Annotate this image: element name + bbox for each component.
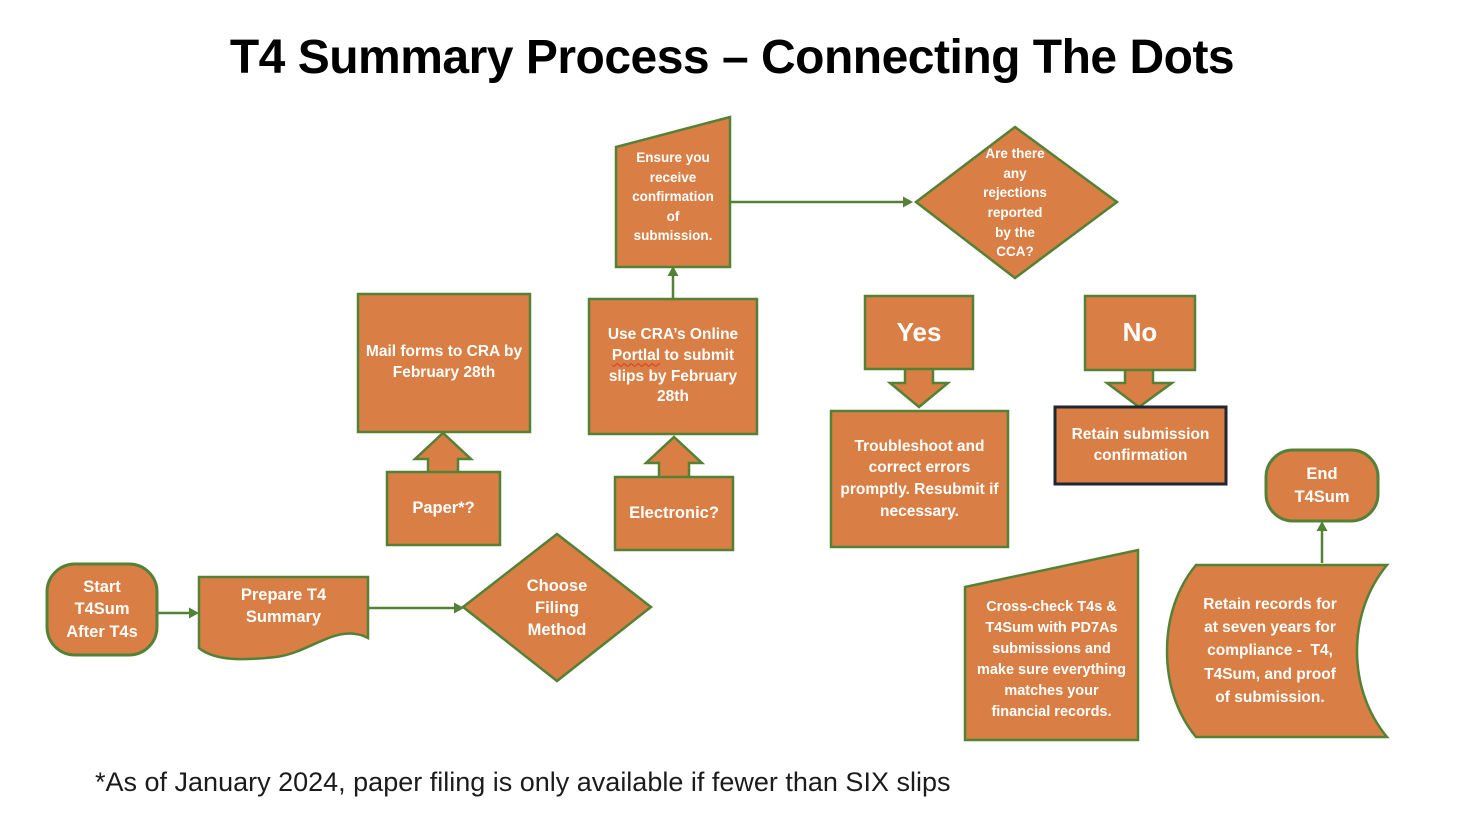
electronic-node-shape [613,475,735,552]
no-node-shape [1083,294,1197,372]
start-node-shape [45,562,159,657]
footnote: *As of January 2024, paper filing is onl… [95,767,951,797]
retain-records-node-shape [1165,563,1390,739]
block-arrow-no-down [1103,366,1176,409]
arrowhead-prepare-choose [454,602,464,614]
prepare-node-shape [197,575,370,661]
troubleshoot-node-shape [829,409,1010,549]
arrowhead-retainrecords-end [1316,521,1328,531]
retain-confirmation-node-shape [1053,405,1228,486]
arrowhead-ensure-rejections [903,196,913,208]
ensure-node-shape [614,115,732,269]
mail-node-shape [356,292,532,434]
choose-decision-shape [460,532,654,683]
end-node-shape [1264,448,1380,523]
portal-node-shape [587,297,759,436]
page-title: T4 Summary Process – Connecting The Dots [229,31,1235,84]
paper-node-shape [385,470,502,547]
arrowhead-portal-ensure [667,266,679,276]
yes-node-shape [863,294,975,371]
block-arrow-paper-up [411,431,475,477]
block-arrow-yes-down [886,366,952,409]
cross-check-node-shape [963,548,1140,742]
rejections-decision-shape [913,125,1120,280]
arrowhead-start-prepare [189,607,199,619]
block-arrow-electronic-up [642,435,706,481]
